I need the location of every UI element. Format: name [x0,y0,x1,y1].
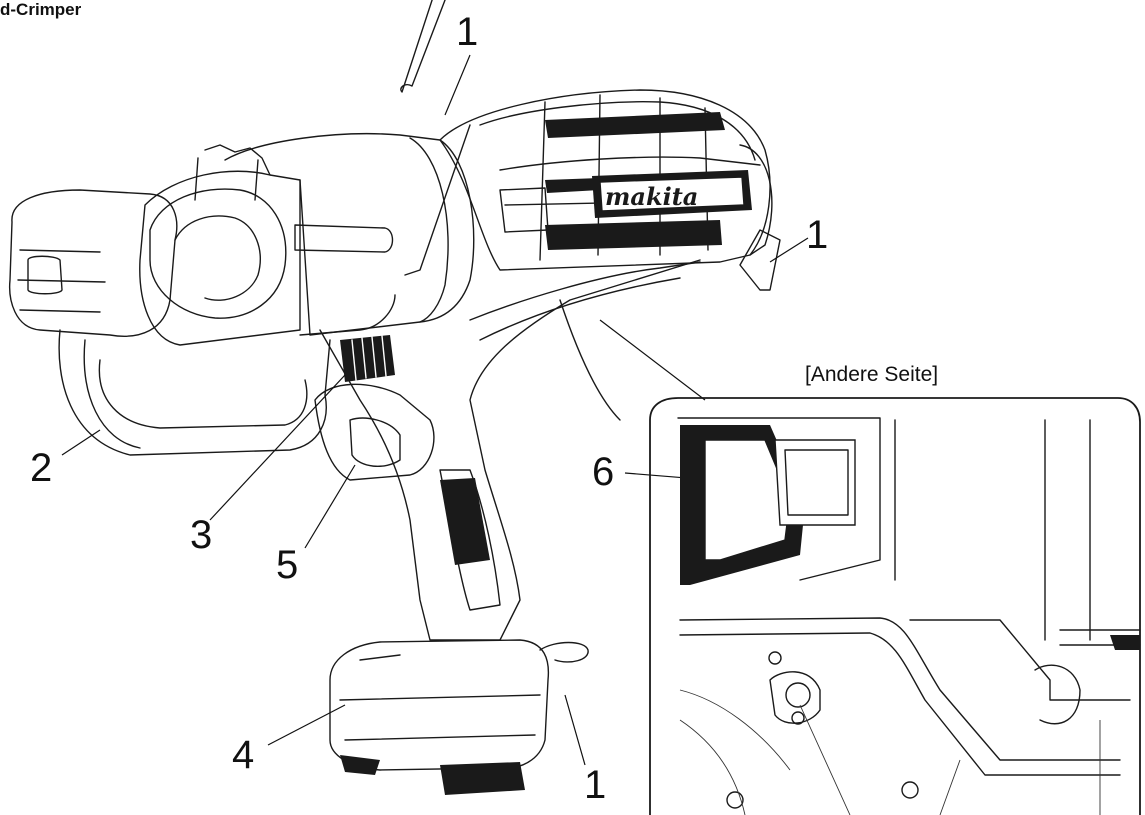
cylinder-body [224,133,475,336]
crimp-head [8,144,394,456]
callout-2: 2 [30,446,53,490]
callout-1-right: 1 [806,213,829,257]
callout-3: 3 [190,513,213,557]
inset-caption: [Andere Seite] [805,363,939,386]
hook-tabs [400,0,781,663]
battery-base [329,639,550,795]
callout-5: 5 [276,543,299,587]
callout-4: 4 [232,733,255,777]
inset-frame [649,397,1141,815]
brand-logo: makita [605,182,698,211]
diagram-title: d-Crimper [0,0,82,19]
leader-lines [61,54,811,766]
callout-6: 6 [592,450,615,494]
callout-1-top: 1 [456,10,479,54]
grip-handle [314,259,701,641]
callout-1-bottom: 1 [584,763,607,807]
motor-housing [439,89,773,271]
inset-detail [677,417,1141,815]
